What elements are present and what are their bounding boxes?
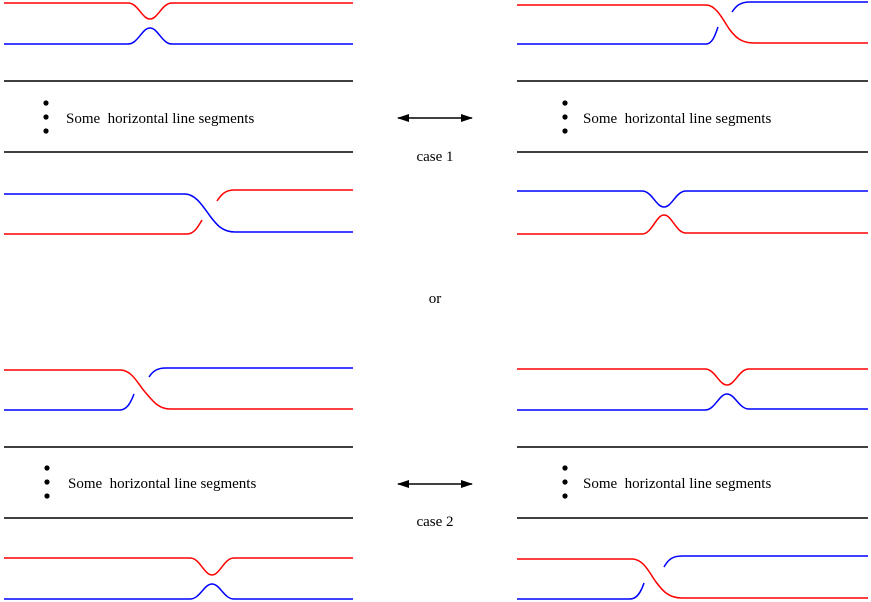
blue-strand (517, 190, 868, 208)
vertical-dots (562, 465, 568, 499)
blue-strand (148, 367, 353, 378)
or-label: or (429, 291, 442, 307)
segments-label: Some horizontal line segments (66, 111, 254, 127)
segments-label: Some horizontal line segments (583, 476, 771, 492)
vertical-dots (44, 465, 50, 499)
blue-strand (517, 26, 719, 45)
vertical-dots (43, 100, 49, 134)
blue-strand (731, 1, 868, 13)
case1-left-diagram: Some horizontal line segments (4, 2, 353, 235)
red-strand (4, 369, 353, 410)
blue-strand (4, 393, 135, 411)
blue-strand (4, 193, 353, 233)
red-strand (4, 2, 353, 20)
blue-strand (517, 582, 645, 600)
red-strand (517, 368, 868, 386)
case2-label: case 2 (416, 514, 453, 530)
segments-label: Some horizontal line segments (583, 111, 771, 127)
vertical-dots (562, 100, 568, 134)
red-strand (4, 557, 353, 576)
red-strand (517, 214, 868, 235)
case1-right-diagram: Some horizontal line segments (517, 1, 868, 235)
blue-strand (517, 393, 868, 411)
red-strand (517, 4, 868, 44)
red-strand (4, 219, 203, 235)
red-strand (517, 558, 868, 599)
blue-strand (4, 583, 353, 600)
blue-strand (663, 555, 868, 568)
case1-label: case 1 (416, 149, 453, 165)
red-strand (216, 189, 353, 202)
case2-left-diagram: Some horizontal line segments (4, 367, 353, 600)
case2-right-diagram: Some horizontal line segments (517, 368, 868, 600)
segments-label: Some horizontal line segments (68, 476, 256, 492)
blue-strand (4, 27, 353, 45)
